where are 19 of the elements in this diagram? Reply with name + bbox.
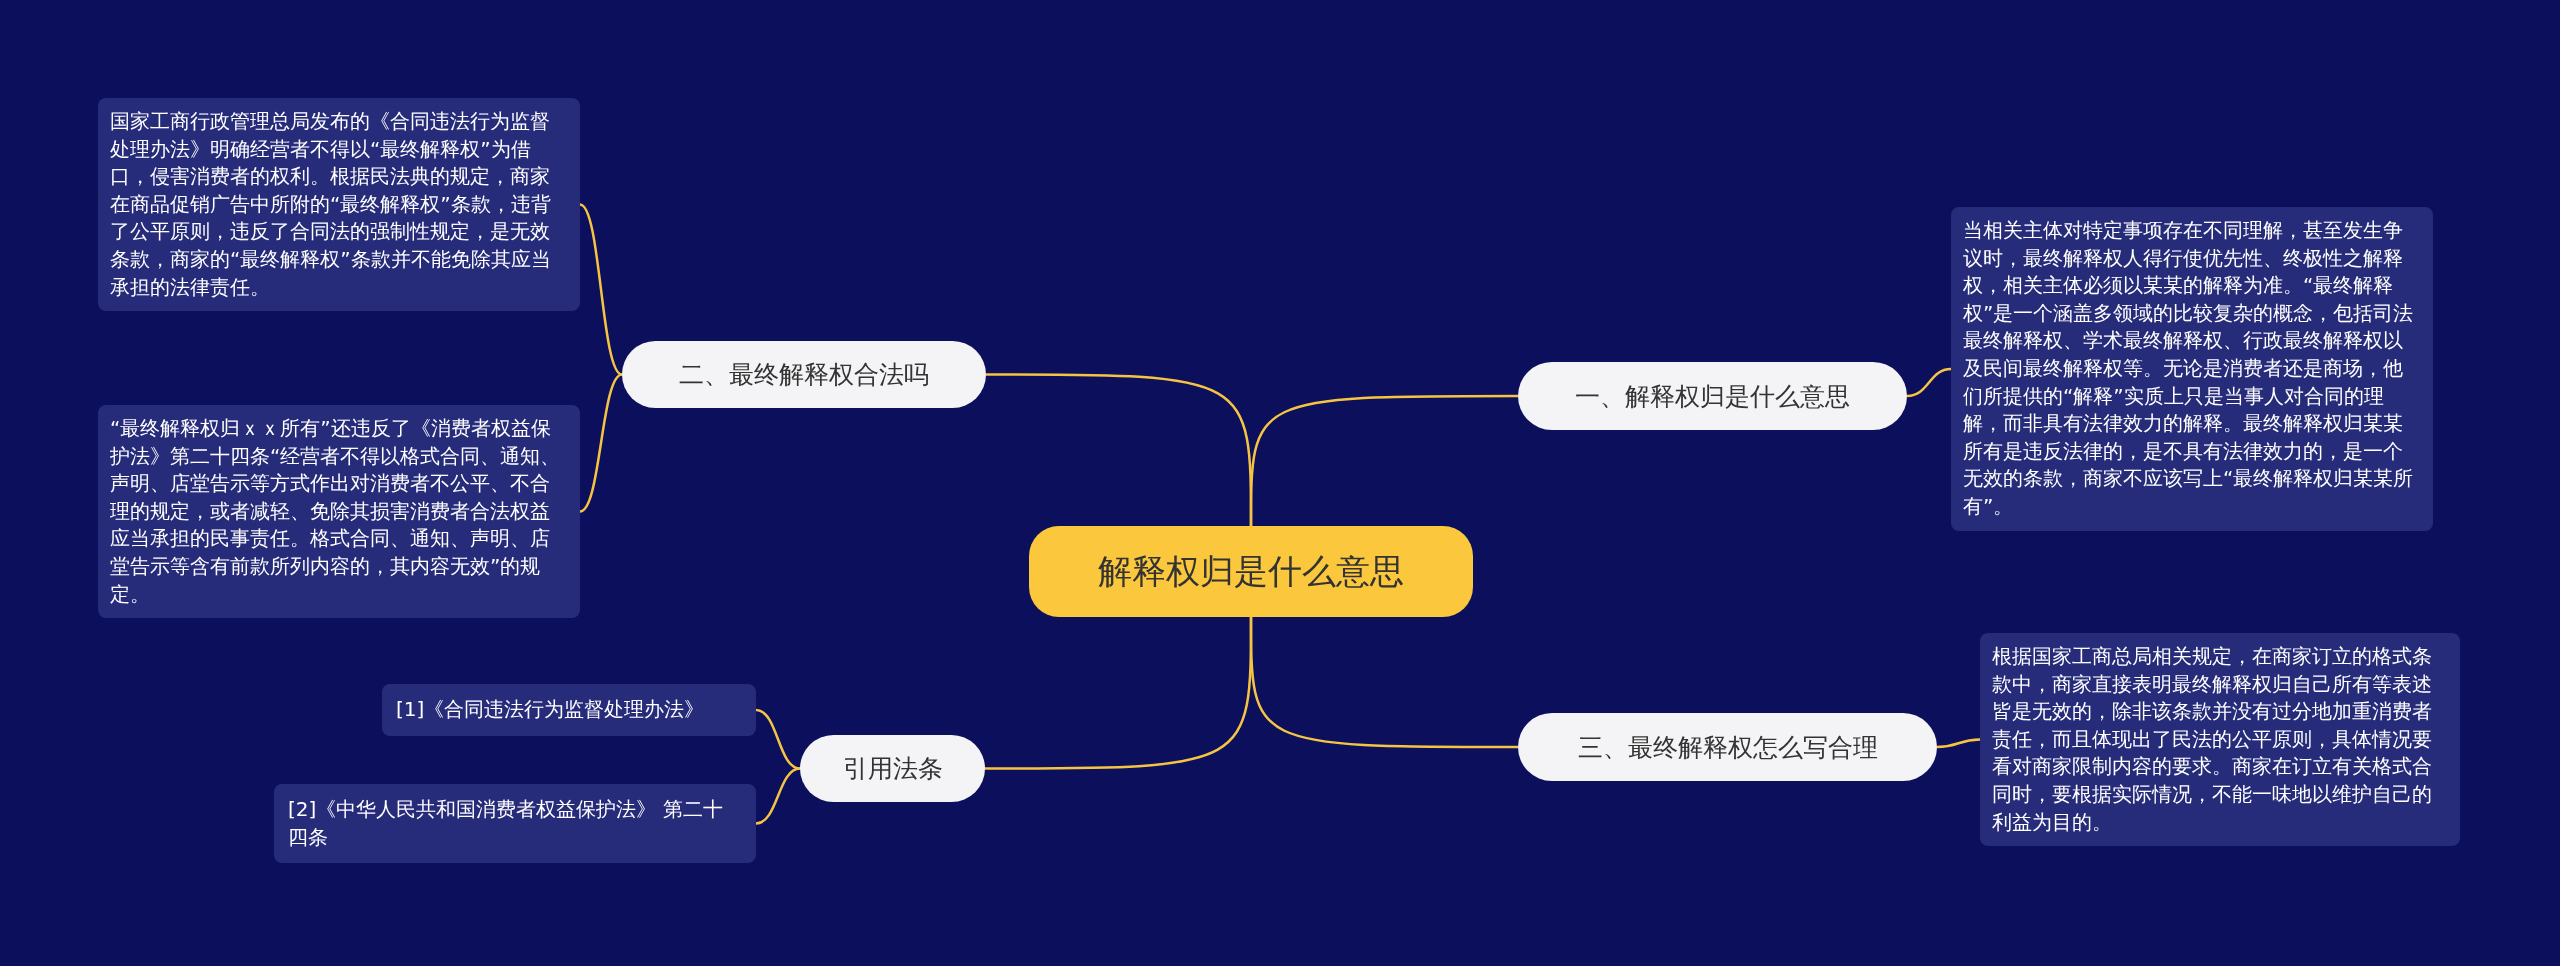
connector-line [985, 617, 1253, 770]
connector-line [986, 373, 1253, 526]
text-card: “最终解释权归ｘｘ所有”还违反了《消费者权益保护法》第二十四条“经营者不得以格式合同、通知、声明、店堂告示等方式作出对消费者不公平、不合理的规定，或者减轻、免除其损害消费者合法权益应当承担的民事责任。格式合同、通知、声明、店堂告示等含有前款所列内容的，其内容无效”的规定。 [98, 405, 580, 619]
connector-line [1906, 367, 1952, 398]
connector-line [755, 767, 801, 825]
topic-node: 二、最终解释权合法吗 [622, 341, 986, 408]
connector-line [1936, 738, 1981, 749]
connector-line [755, 708, 801, 770]
topic-node: 一、解释权归是什么意思 [1518, 362, 1907, 430]
text-card: 当相关主体对特定事项存在不同理解，甚至发生争议时，最终解释权人得行使优先性、终极性之解释权，相关主体必须以某某的解释为准。“最终解释权”是一个涵盖多领域的比较复杂的概念，包括司法最终解释权、学术最终解释权、行政最终解释权以及民间最终解释权等。无论是消费者还是商场，他们所提供的“解释”实质上只是当事人对合同的理解，而非具有法律效力的解释。最终解释权归某某所有是违反法律的，是不具有法律效力的，是一个无效的条款，商家不应该写上“最终解释权归某某所有”。 [1951, 207, 2433, 531]
topic-node: 引用法条 [800, 735, 985, 802]
connector-line [579, 203, 623, 376]
text-card: 国家工商行政管理总局发布的《合同违法行为监督处理办法》明确经营者不得以“最终解释权”为借口，侵害消费者的权利。根据民法典的规定，商家在商品促销广告中所附的“最终解释权”条款，违背了公平原则，违反了合同法的强制性规定，是无效条款，商家的“最终解释权”条款并不能免除其应当承担的法律责任。 [98, 98, 580, 312]
central-topic: 解释权归是什么意思 [1029, 526, 1473, 617]
topic-node: 三、最终解释权怎么写合理 [1518, 713, 1937, 781]
connector-line [579, 373, 623, 513]
text-card: 根据国家工商总局相关规定，在商家订立的格式条款中，商家直接表明最终解释权归自己所有等表述皆是无效的，除非该条款并没有过分地加重消费者责任，而且体现出了民法的公平原则，具体情况要看对商家限制内容的要求。商家在订立有关格式合同时，要根据实际情况，不能一味地以维护自己的利益为目的。 [1980, 633, 2460, 847]
reference-card: [2]《中华人民共和国消费者权益保护法》 第二十四条 [274, 784, 756, 864]
reference-card: [1]《合同违法行为监督处理办法》 [382, 684, 756, 736]
